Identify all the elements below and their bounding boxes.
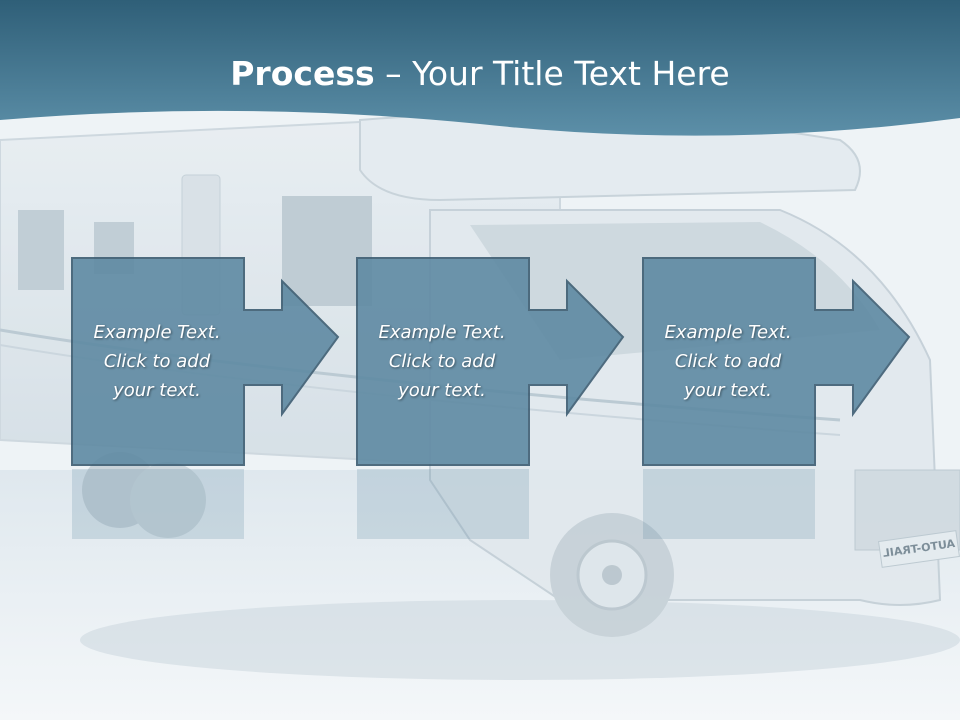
step-2-line-3: your text. — [398, 379, 486, 401]
step-3-arrow-shape — [642, 257, 911, 466]
step-1-line-3: your text. — [113, 379, 201, 401]
step-3-line-3: your text. — [684, 379, 772, 401]
step-2-line-1: Example Text. — [378, 321, 506, 343]
header-band — [0, 0, 960, 136]
step-1-reflection — [72, 469, 244, 539]
step-2-line-2: Click to add — [388, 350, 496, 372]
process-step-2[interactable]: Example Text. Click to add your text. — [356, 257, 626, 467]
step-3-reflection — [643, 469, 815, 539]
process-step-3[interactable]: Example Text. Click to add your text. — [642, 257, 912, 467]
step-3-line-2: Click to add — [674, 350, 782, 372]
step-1-line-2: Click to add — [103, 350, 211, 372]
step-1-arrow-shape — [71, 257, 340, 466]
step-2-text[interactable]: Example Text. Click to add your text. — [356, 257, 528, 465]
step-3-line-1: Example Text. — [664, 321, 792, 343]
slide-title[interactable]: Process – Your Title Text Here — [0, 50, 960, 98]
step-3-text[interactable]: Example Text. Click to add your text. — [642, 257, 814, 465]
step-2-reflection — [357, 469, 529, 539]
step-2-arrow-shape — [356, 257, 625, 466]
title-bold-text: Process — [230, 54, 375, 93]
process-step-1[interactable]: Example Text. Click to add your text. — [71, 257, 341, 467]
step-1-text[interactable]: Example Text. Click to add your text. — [71, 257, 243, 465]
title-rest-text: – Your Title Text Here — [374, 54, 730, 93]
step-1-line-1: Example Text. — [93, 321, 221, 343]
